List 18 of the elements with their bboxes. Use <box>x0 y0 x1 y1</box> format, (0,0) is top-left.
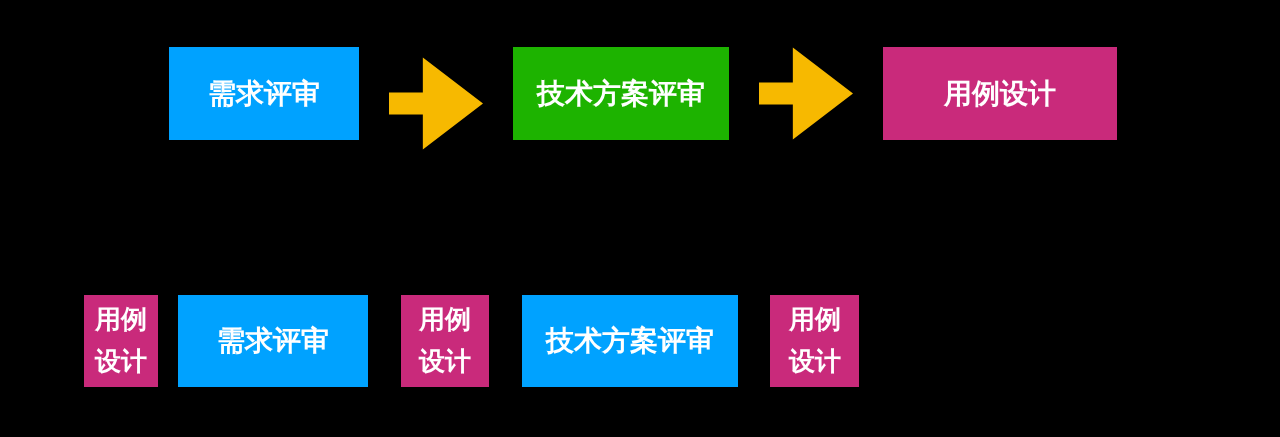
process-box <box>178 295 368 387</box>
process-box <box>883 47 1117 140</box>
box-label: 需求评审 <box>208 76 320 111</box>
process-box <box>513 47 729 140</box>
box-label: 用例设计 <box>944 76 1056 111</box>
box-label: 用例设计 <box>93 303 148 378</box>
process-box <box>522 295 738 387</box>
process-box <box>770 295 859 387</box>
box-label: 需求评审 <box>217 324 329 358</box>
process-box <box>401 295 489 387</box>
block-arrow <box>389 57 483 150</box>
process-box <box>84 295 158 387</box>
box-label: 技术方案评审 <box>537 76 705 111</box>
box-label: 用例设计 <box>787 303 842 378</box>
box-label: 用例设计 <box>417 303 472 378</box>
block-arrow <box>759 47 853 140</box>
box-label: 技术方案评审 <box>546 324 714 358</box>
process-box <box>169 47 359 140</box>
